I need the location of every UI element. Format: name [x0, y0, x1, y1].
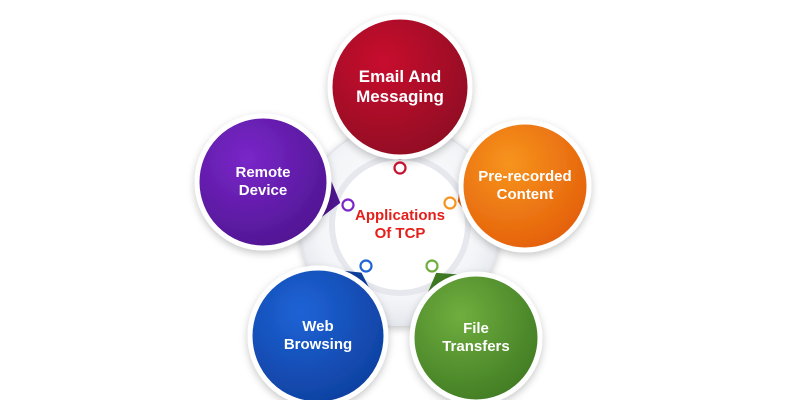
- center-title-line-1: Applications: [354, 207, 445, 224]
- node-remote-bubble: [194, 113, 332, 251]
- node-email-bubble: [327, 14, 473, 160]
- node-web: [247, 259, 389, 400]
- node-prerecorded-bubble: [458, 119, 592, 253]
- center-title: Applications Of TCP: [340, 200, 460, 250]
- center-title-line-2: Of TCP: [374, 225, 426, 242]
- node-remote-connector-dot: [341, 198, 355, 212]
- node-file-bubble: [409, 271, 543, 400]
- node-file: [409, 259, 543, 400]
- node-file-connector-dot: [425, 259, 439, 273]
- node-prerecorded: [443, 119, 592, 253]
- node-web-bubble: [247, 265, 389, 400]
- node-web-connector-dot: [359, 259, 373, 273]
- node-prerecorded-connector-dot: [443, 196, 457, 210]
- node-remote: [194, 113, 355, 251]
- node-email-connector-dot: [393, 161, 407, 175]
- node-email: [327, 14, 473, 175]
